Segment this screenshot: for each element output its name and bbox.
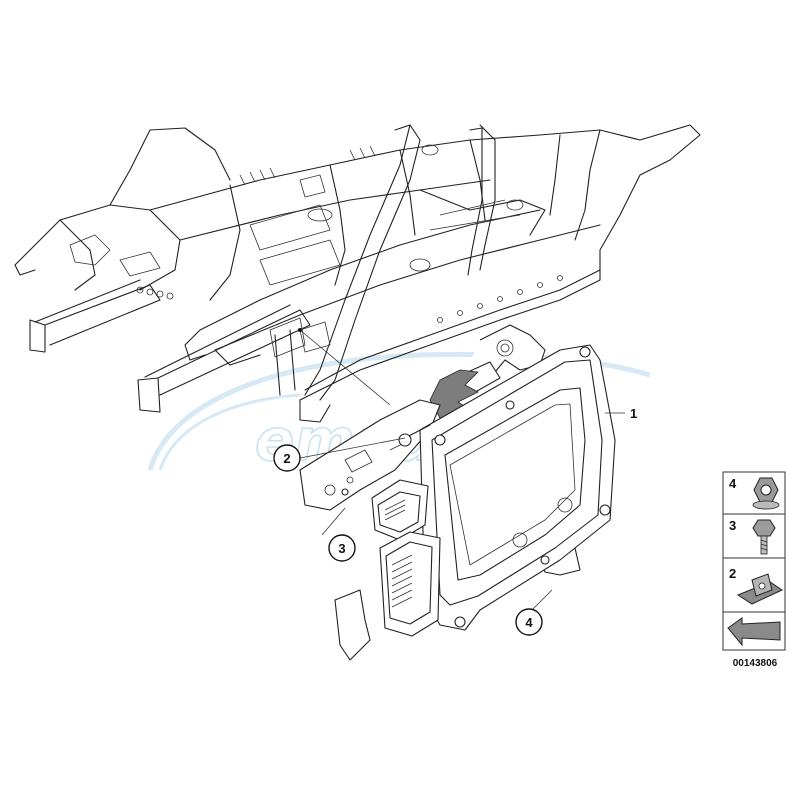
arrow-icon [727, 617, 781, 647]
legend-row-3: 3 [729, 518, 776, 555]
legend-row-arrow [727, 617, 781, 647]
callout-1: 1 [630, 406, 637, 421]
callout-2-label: 2 [283, 451, 290, 466]
callout-4-label: 4 [525, 615, 533, 630]
legend-number-3: 3 [729, 518, 736, 533]
car-body-floor-frame [14, 124, 701, 423]
leader-lines [299, 412, 625, 616]
hex-nut-icon [752, 477, 780, 510]
hex-bolt-icon [752, 519, 776, 555]
legend-row-4: 4 [729, 476, 780, 510]
legend-row-2: 2 [729, 566, 784, 605]
callout-3-label: 3 [338, 541, 345, 556]
callout-1-label: 1 [630, 406, 637, 421]
callout-3: 3 [328, 534, 356, 562]
clip-nut-icon [736, 573, 784, 605]
control-unit-assembly [299, 324, 616, 661]
document-number: 00143806 [733, 658, 778, 669]
parts-legend: 4 3 2 [722, 471, 786, 651]
callout-4: 4 [515, 608, 543, 636]
callout-2: 2 [273, 444, 301, 472]
legend-number-4: 4 [729, 476, 737, 491]
legend-number-2: 2 [729, 566, 736, 581]
